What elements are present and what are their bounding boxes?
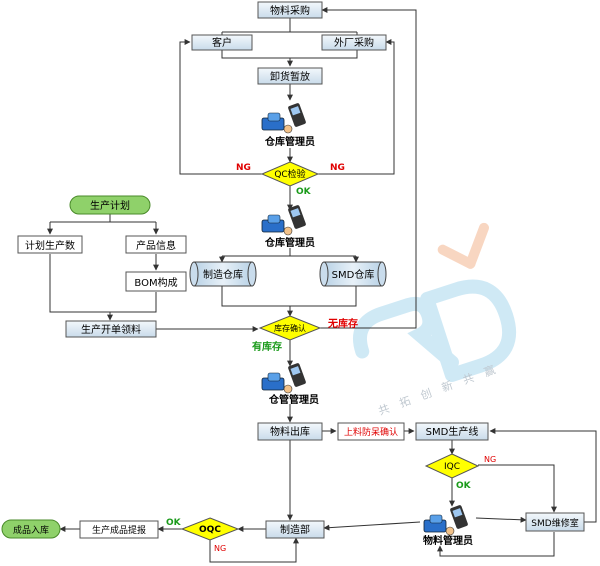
edge-ng-right: NG <box>330 163 345 173</box>
node-bom-goucheng: BOM构成 <box>125 271 187 292</box>
node-xiehuo-zanfang: 卸货暂放 <box>257 67 323 85</box>
svg-text:SMD仓库: SMD仓库 <box>332 268 375 281</box>
edge-ng-left: NG <box>236 163 251 173</box>
node-waichang-caigou: 外厂采购 <box>321 34 387 51</box>
svg-text:OQC: OQC <box>199 525 221 535</box>
svg-text:物料采购: 物料采购 <box>270 4 310 17</box>
watermark: 共 拓 创 新 共 赢 <box>352 222 517 418</box>
edge-ok-oqc: OK <box>166 518 182 528</box>
edge-ng-oqc: NG <box>214 544 226 553</box>
svg-text:库存确认: 库存确认 <box>274 323 306 333</box>
node-oqc: OQC <box>180 517 240 541</box>
svg-text:物料出库: 物料出库 <box>270 425 310 438</box>
svg-text:SMD生产线: SMD生产线 <box>426 425 479 438</box>
material-keeper-icon <box>423 505 468 536</box>
warehouse-keeper-label-3: 仓管管理员 <box>268 393 319 406</box>
node-qc-jianyan: QC检验 <box>260 161 320 187</box>
connectors <box>47 7 597 563</box>
svg-text:QC检验: QC检验 <box>274 168 305 180</box>
edge-wu-kucun: 无库存 <box>327 317 358 330</box>
svg-text:制造仓库: 制造仓库 <box>203 268 243 281</box>
warehouse-keeper-icon-1 <box>261 103 306 134</box>
edge-ok-qc: OK <box>296 187 312 197</box>
svg-text:成品入库: 成品入库 <box>13 524 49 536</box>
svg-text:上料防呆确认: 上料防呆确认 <box>344 426 398 438</box>
watermark-text: 共 拓 创 新 共 赢 <box>376 361 501 418</box>
node-zhizao-cangku: 制造仓库 <box>189 261 257 287</box>
node-smd-shengchanxian: SMD生产线 <box>415 422 489 441</box>
svg-text:SMD维修室: SMD维修室 <box>531 517 578 529</box>
node-shengchan-chengpin: 生产成品提报 <box>79 520 159 539</box>
edge-you-kucun: 有库存 <box>252 340 282 353</box>
svg-text:生产开单领料: 生产开单领料 <box>81 323 141 336</box>
warehouse-keeper-icon-3 <box>261 363 306 394</box>
svg-text:产品信息: 产品信息 <box>136 239 176 252</box>
svg-text:生产成品提报: 生产成品提报 <box>92 524 146 536</box>
warehouse-keeper-icon-2 <box>261 205 306 236</box>
node-shengchan-kaidan: 生产开单领料 <box>65 320 157 338</box>
node-wuliao-chuku: 物料出库 <box>257 422 323 441</box>
warehouse-keeper-label-1: 仓库管理员 <box>264 135 315 148</box>
node-kehu: 客户 <box>191 34 253 51</box>
node-iqc: IQC <box>424 453 480 479</box>
node-shengchan-jihua: 生产计划 <box>69 195 151 215</box>
node-zhizaobu: 制造部 <box>265 520 325 539</box>
node-shangliao-fangdai: 上料防呆确认 <box>337 422 405 441</box>
svg-text:IQC: IQC <box>444 462 460 472</box>
svg-text:BOM构成: BOM构成 <box>134 276 177 289</box>
svg-text:生产计划: 生产计划 <box>90 199 130 212</box>
edge-ok-iqc: OK <box>456 481 472 491</box>
node-wuliao-caigou: 物料采购 <box>257 1 323 19</box>
edge-ng-iqc: NG <box>484 455 496 464</box>
warehouse-keeper-label-2: 仓库管理员 <box>264 236 315 249</box>
node-smd-cangku: SMD仓库 <box>319 261 387 287</box>
node-chanpin-xinxi: 产品信息 <box>125 235 187 254</box>
svg-text:外厂采购: 外厂采购 <box>334 36 374 49</box>
svg-text:卸货暂放: 卸货暂放 <box>270 70 310 83</box>
svg-text:制造部: 制造部 <box>280 523 310 536</box>
node-smd-weixiu: SMD维修室 <box>525 512 585 532</box>
rd-logo-icon <box>352 222 517 382</box>
svg-text:客户: 客户 <box>212 36 232 49</box>
node-kucun-queren: 库存确认 <box>258 315 322 341</box>
material-keeper-label: 物料管理员 <box>423 534 473 547</box>
svg-text:计划生产数: 计划生产数 <box>25 239 75 252</box>
node-chengpin-ruku: 成品入库 <box>1 519 61 539</box>
node-jihua-shengchanshu: 计划生产数 <box>17 235 83 254</box>
